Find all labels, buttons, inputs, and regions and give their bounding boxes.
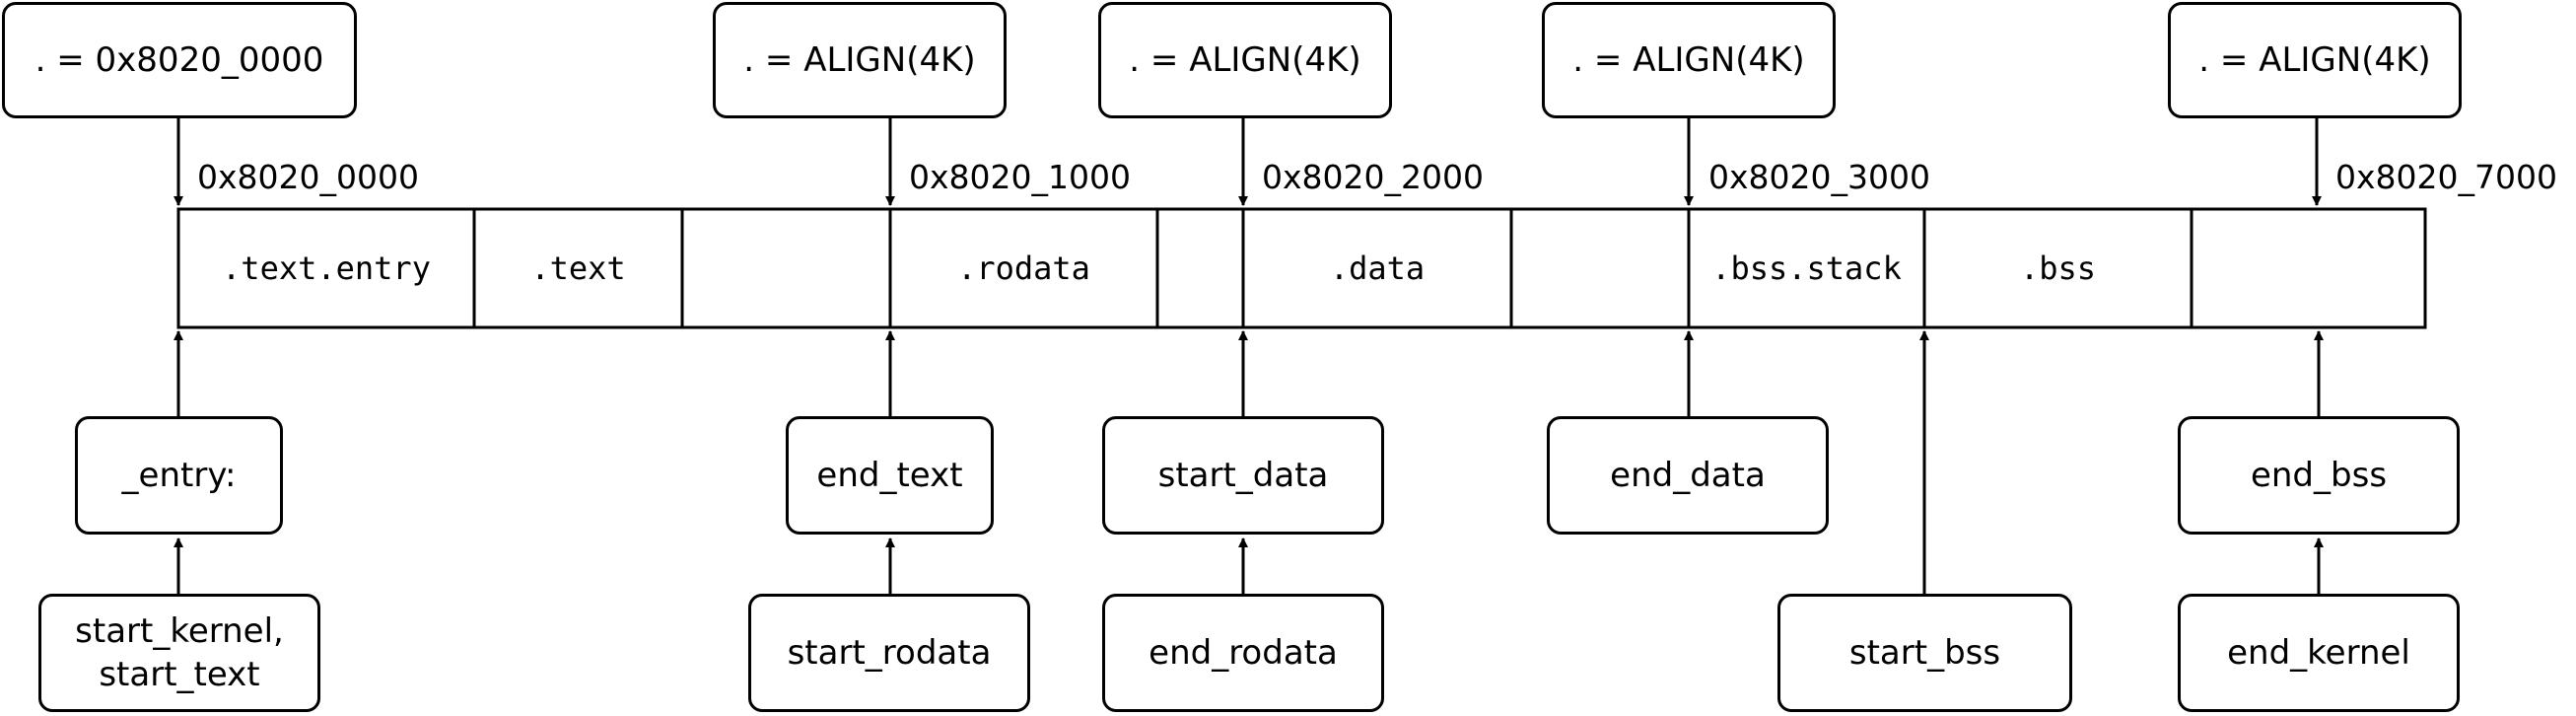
segment-text: .text <box>530 250 626 287</box>
segment-padding-2 <box>1157 209 1243 327</box>
row2-arrows <box>174 537 2324 594</box>
address-label-4: 0x8020_7000 <box>2335 158 2557 196</box>
align-4k-box-1: . = ALIGN(4K) <box>713 2 1007 118</box>
segment-dividers <box>472 209 2193 327</box>
symbol-end-data-box: end_data <box>1547 416 1829 535</box>
segment-text-entry: .text.entry <box>222 250 431 287</box>
location-counter-base-box: . = 0x8020_0000 <box>2 2 357 118</box>
symbol-entry-box: _entry: <box>75 416 283 535</box>
symbol-end-bss-box: end_bss <box>2178 416 2460 535</box>
segment-data: .data <box>1329 250 1426 287</box>
address-label-0: 0x8020_0000 <box>197 158 419 196</box>
symbol-start-rodata-box: start_rodata <box>748 594 1030 712</box>
segment-bss: .bss <box>2019 250 2097 287</box>
segment-padding-3 <box>1511 209 1689 327</box>
top-arrows <box>174 118 2322 206</box>
segment-padding-4 <box>2192 209 2425 327</box>
address-label-3: 0x8020_3000 <box>1708 158 1930 196</box>
bottom-arrows <box>174 330 2324 594</box>
symbol-end-rodata-box: end_rodata <box>1102 594 1384 712</box>
segment-bss-stack: .bss.stack <box>1711 250 1902 287</box>
align-4k-box-3: . = ALIGN(4K) <box>1542 2 1836 118</box>
memory-strip <box>176 207 2427 329</box>
symbol-start-kernel-box: start_kernel, start_text <box>38 594 320 712</box>
symbol-start-bss-box: start_bss <box>1777 594 2072 712</box>
symbol-start-data-box: start_data <box>1102 416 1384 535</box>
symbol-end-kernel-box: end_kernel <box>2178 594 2460 712</box>
symbol-end-text-box: end_text <box>786 416 994 535</box>
segment-padding-1 <box>682 209 890 327</box>
align-4k-box-4: . = ALIGN(4K) <box>2168 2 2462 118</box>
address-label-2: 0x8020_2000 <box>1262 158 1484 196</box>
align-4k-box-2: . = ALIGN(4K) <box>1098 2 1392 118</box>
segment-rodata: .rodata <box>957 250 1090 287</box>
address-label-1: 0x8020_1000 <box>909 158 1131 196</box>
